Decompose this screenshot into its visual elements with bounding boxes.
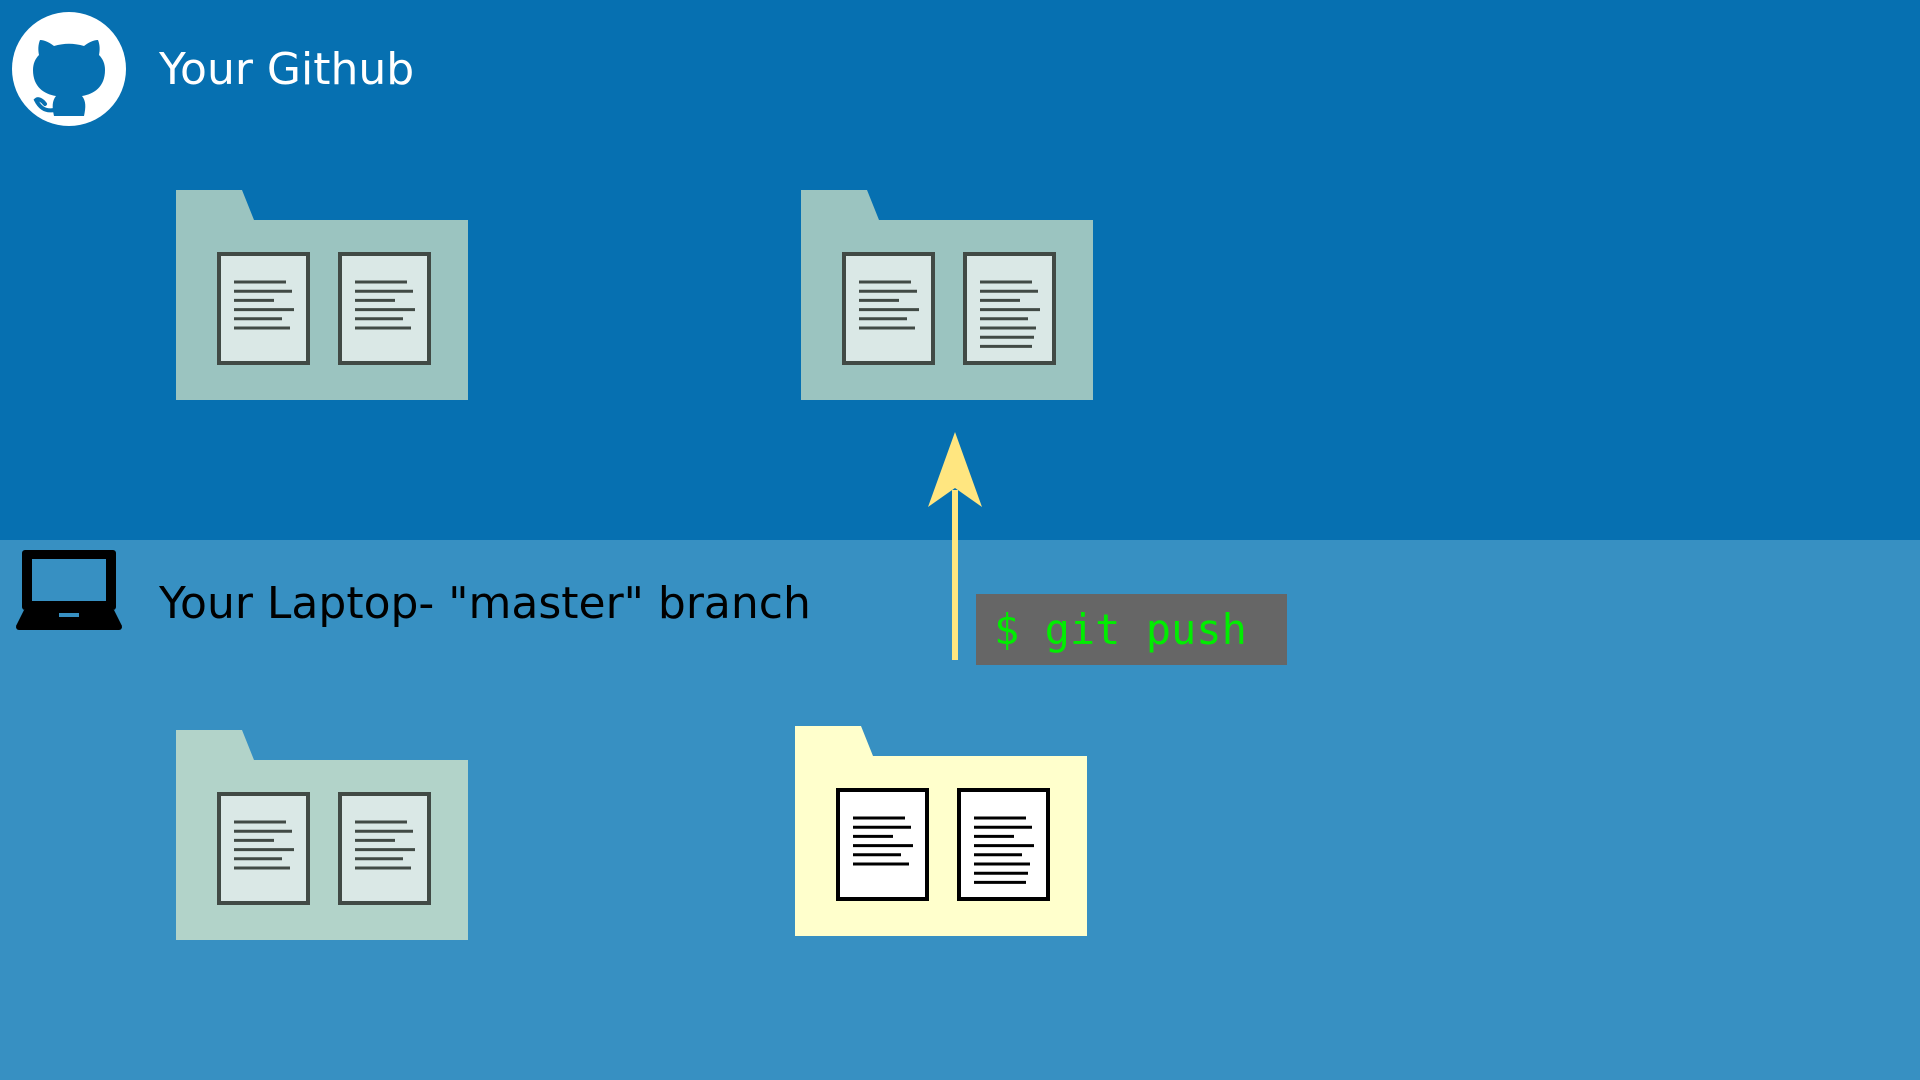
github-title: Your Github [159,44,415,95]
remote-repo-folder-2 [801,190,1093,400]
document-icon [842,252,935,365]
local-repo-folder-2 [795,726,1087,936]
document-icon [338,792,431,905]
arrow-up-icon [920,430,990,662]
document-icon [338,252,431,365]
laptop-panel: Your Laptop- "master" branch [0,540,1920,1080]
document-icon [963,252,1056,365]
laptop-title: Your Laptop- "master" branch [159,578,811,629]
document-icon [836,788,929,901]
document-icon [217,792,310,905]
remote-repo-folder-1 [176,190,468,400]
command-box: $ git push [976,594,1287,665]
github-icon [12,12,126,126]
document-icon [217,252,310,365]
local-repo-folder-1 [176,730,468,940]
document-icon [957,788,1050,901]
git-push-command: $ git push [994,604,1247,654]
laptop-icon [12,548,132,632]
